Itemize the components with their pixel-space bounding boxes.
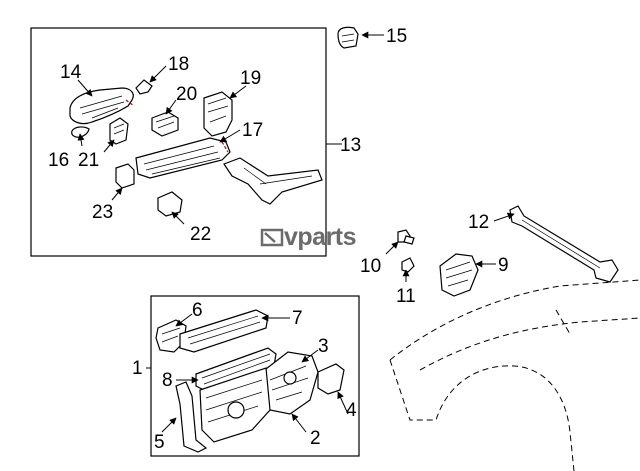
callout-15[interactable]: 15 <box>386 26 407 47</box>
callout-12[interactable]: 12 <box>468 212 489 233</box>
part-22[interactable] <box>157 191 183 217</box>
callout-19[interactable]: 19 <box>240 68 261 89</box>
callout-9[interactable]: 9 <box>498 255 509 276</box>
part-9[interactable] <box>439 253 479 297</box>
part-15[interactable] <box>337 26 359 49</box>
callout-17[interactable]: 17 <box>242 120 263 141</box>
group-box-13 <box>30 27 327 257</box>
callout-14[interactable]: 14 <box>60 62 82 83</box>
part-11[interactable] <box>401 257 415 273</box>
callout-23[interactable]: 23 <box>92 202 113 223</box>
part-5[interactable] <box>175 381 208 453</box>
part-20[interactable] <box>151 111 179 137</box>
callout-16[interactable]: 16 <box>48 150 69 171</box>
callout-4[interactable]: 4 <box>346 400 357 421</box>
callout-2[interactable]: 2 <box>310 428 321 449</box>
callout-7[interactable]: 7 <box>292 308 303 329</box>
callout-8[interactable]: 8 <box>162 370 173 391</box>
part-12[interactable] <box>509 205 619 283</box>
fender-outline <box>389 279 640 471</box>
callout-6[interactable]: 6 <box>192 300 203 321</box>
callout-13[interactable]: 13 <box>340 135 361 156</box>
part-17[interactable] <box>135 137 231 179</box>
part-23[interactable] <box>115 163 135 189</box>
callout-labels: 15 14 18 19 20 17 13 16 21 23 22 12 10 9… <box>48 26 509 453</box>
callout-21[interactable]: 21 <box>78 150 99 171</box>
part-21[interactable] <box>109 117 129 145</box>
part-7[interactable] <box>179 309 269 353</box>
callout-11[interactable]: 11 <box>396 286 416 307</box>
callout-1[interactable]: 1 <box>132 358 143 379</box>
part-2-3[interactable] <box>261 351 319 415</box>
callout-18[interactable]: 18 <box>168 54 189 75</box>
part-1-apron[interactable] <box>199 367 271 443</box>
callout-20[interactable]: 20 <box>176 84 197 105</box>
callout-10[interactable]: 10 <box>360 256 381 277</box>
part-10[interactable] <box>397 229 415 245</box>
callout-3[interactable]: 3 <box>318 336 329 357</box>
watermark-logo: vparts <box>260 223 357 251</box>
watermark-text: vparts <box>284 223 356 251</box>
callout-5[interactable]: 5 <box>154 432 165 453</box>
part-13-rail[interactable] <box>223 157 323 205</box>
leader-lines <box>77 31 515 433</box>
callout-22[interactable]: 22 <box>190 224 211 245</box>
part-19[interactable] <box>203 91 233 137</box>
part-18[interactable] <box>135 79 153 95</box>
part-4[interactable] <box>317 363 345 395</box>
part-14[interactable] <box>69 87 135 125</box>
group-box-1 <box>150 295 360 457</box>
